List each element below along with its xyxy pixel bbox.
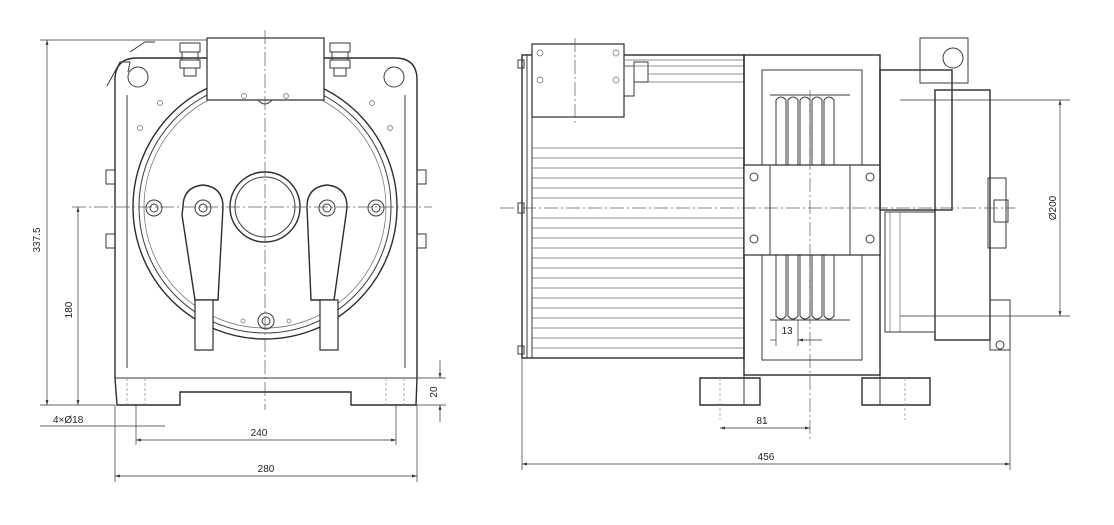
dim-groove-pitch: 13 [781, 326, 793, 337]
dim-base-width: 280 [258, 464, 275, 475]
dim-shaft-height: 180 [64, 301, 75, 318]
dim-base-thickness: 20 [429, 386, 440, 398]
brake-arm-right [306, 184, 348, 301]
brake-shoe-right [319, 299, 339, 351]
brake-arm-left [181, 184, 224, 301]
dim-sheave-offset: 81 [756, 416, 768, 427]
dim-sheave-diameter: Ø200 [1048, 195, 1059, 220]
dim-overall-length: 456 [758, 452, 775, 463]
cooling-fins [532, 147, 744, 349]
dim-hole-spacing: 240 [251, 428, 268, 439]
brake-shoe-left [194, 299, 214, 351]
front-view [72, 30, 432, 410]
dim-height-total: 337.5 [32, 227, 43, 252]
cable-gland-right [329, 42, 351, 77]
arm-bolts [145, 199, 385, 217]
dim-mount-holes: 4×Ø18 [53, 415, 84, 426]
cable-gland-left [179, 42, 201, 77]
sheave [770, 94, 850, 321]
side-dimensions: Ø200 13 81 456 [521, 99, 1070, 470]
front-dimensions: 337.5 180 20 4×Ø18 240 280 [32, 39, 446, 482]
side-view [500, 37, 1015, 440]
